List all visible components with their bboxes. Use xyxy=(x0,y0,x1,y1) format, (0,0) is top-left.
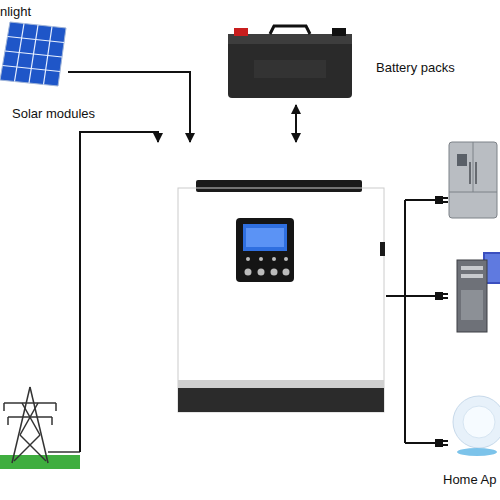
appliances-art xyxy=(405,140,500,500)
inverter-node xyxy=(176,142,386,414)
node-label: Battery packs xyxy=(376,60,455,76)
grid-node xyxy=(0,385,80,470)
node-label: nlight xyxy=(0,4,31,20)
appliances-node: Home Ap xyxy=(405,140,500,500)
node-label: Home Ap xyxy=(443,472,496,488)
battery-art xyxy=(220,20,360,105)
power-connector xyxy=(295,105,297,142)
power-connector xyxy=(68,72,190,142)
battery-node: Battery packs xyxy=(220,20,360,105)
power-connector xyxy=(80,132,158,452)
solar-module-node: nlightSolar modules xyxy=(0,0,68,125)
node-label: Solar modules xyxy=(12,106,95,122)
power-connector xyxy=(386,295,405,297)
inverter-art xyxy=(176,142,386,414)
power-tower-art xyxy=(0,385,80,470)
